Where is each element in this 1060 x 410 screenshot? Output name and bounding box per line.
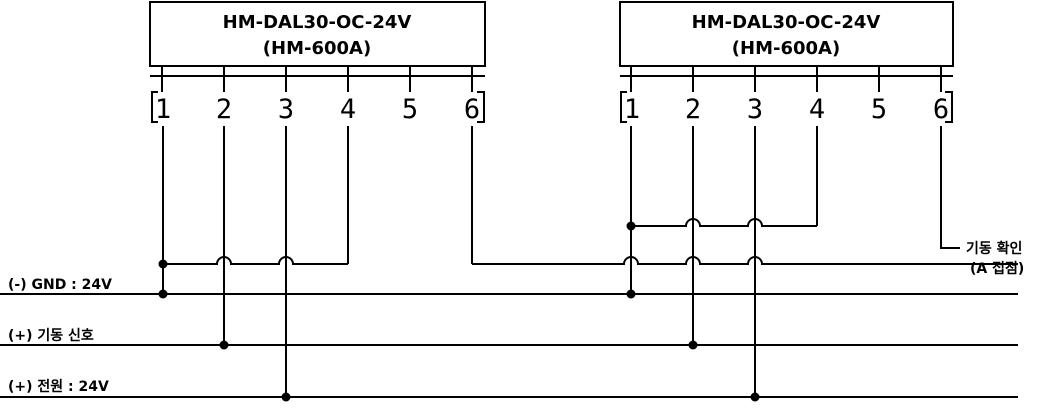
- run-confirm-contact-label: (A 접점): [970, 260, 1024, 277]
- module-1-terminal-1: 1: [155, 94, 171, 125]
- module-2-terminal-block: [620, 66, 953, 123]
- module-1: HM-DAL30-OC-24V (HM-600A) 1 2 3 4 5 6: [149, 1, 486, 125]
- module-1-terminal-block: [150, 66, 485, 123]
- module-1-junctions: [158, 259, 291, 402]
- module-2-terminal-3: 3: [747, 94, 763, 125]
- module-1-terminal-2: 2: [216, 94, 232, 125]
- module-2-terminal-5: 5: [871, 94, 887, 125]
- module-1-box: [149, 1, 486, 67]
- module-1-wiring: [162, 126, 473, 397]
- module-2-terminal-2: 2: [685, 94, 701, 125]
- module-1-title: HM-DAL30-OC-24V: [223, 12, 412, 33]
- module-2-subtitle: (HM-600A): [732, 38, 840, 59]
- module-2-junctions: [626, 221, 760, 402]
- module-2-title: HM-DAL30-OC-24V: [692, 12, 881, 33]
- start-signal-bus-label: (+) 기동 신호: [8, 328, 94, 344]
- module-2-box: [619, 1, 954, 67]
- module-2-wiring: [630, 126, 960, 397]
- module-2: HM-DAL30-OC-24V (HM-600A) 1 2 3 4 5 6: [619, 1, 954, 125]
- module-1-terminal-3: 3: [278, 94, 294, 125]
- gnd-bus-label: (-) GND : 24V: [8, 277, 112, 293]
- module-2-terminal-6: 6: [933, 94, 949, 125]
- module-1-terminal-6: 6: [464, 94, 480, 125]
- module-1-subtitle: (HM-600A): [263, 38, 371, 59]
- power-bus-label: (+) 전원 : 24V: [8, 378, 109, 395]
- module-2-terminal-4: 4: [809, 94, 825, 125]
- module-2-terminal-1: 1: [624, 94, 640, 125]
- run-confirm-label: 기동 확인: [966, 240, 1022, 257]
- bus-lines: [0, 293, 1018, 398]
- run-confirm-line: [472, 256, 1018, 265]
- module-1-terminal-5: 5: [402, 94, 418, 125]
- module-1-terminal-4: 4: [340, 94, 356, 125]
